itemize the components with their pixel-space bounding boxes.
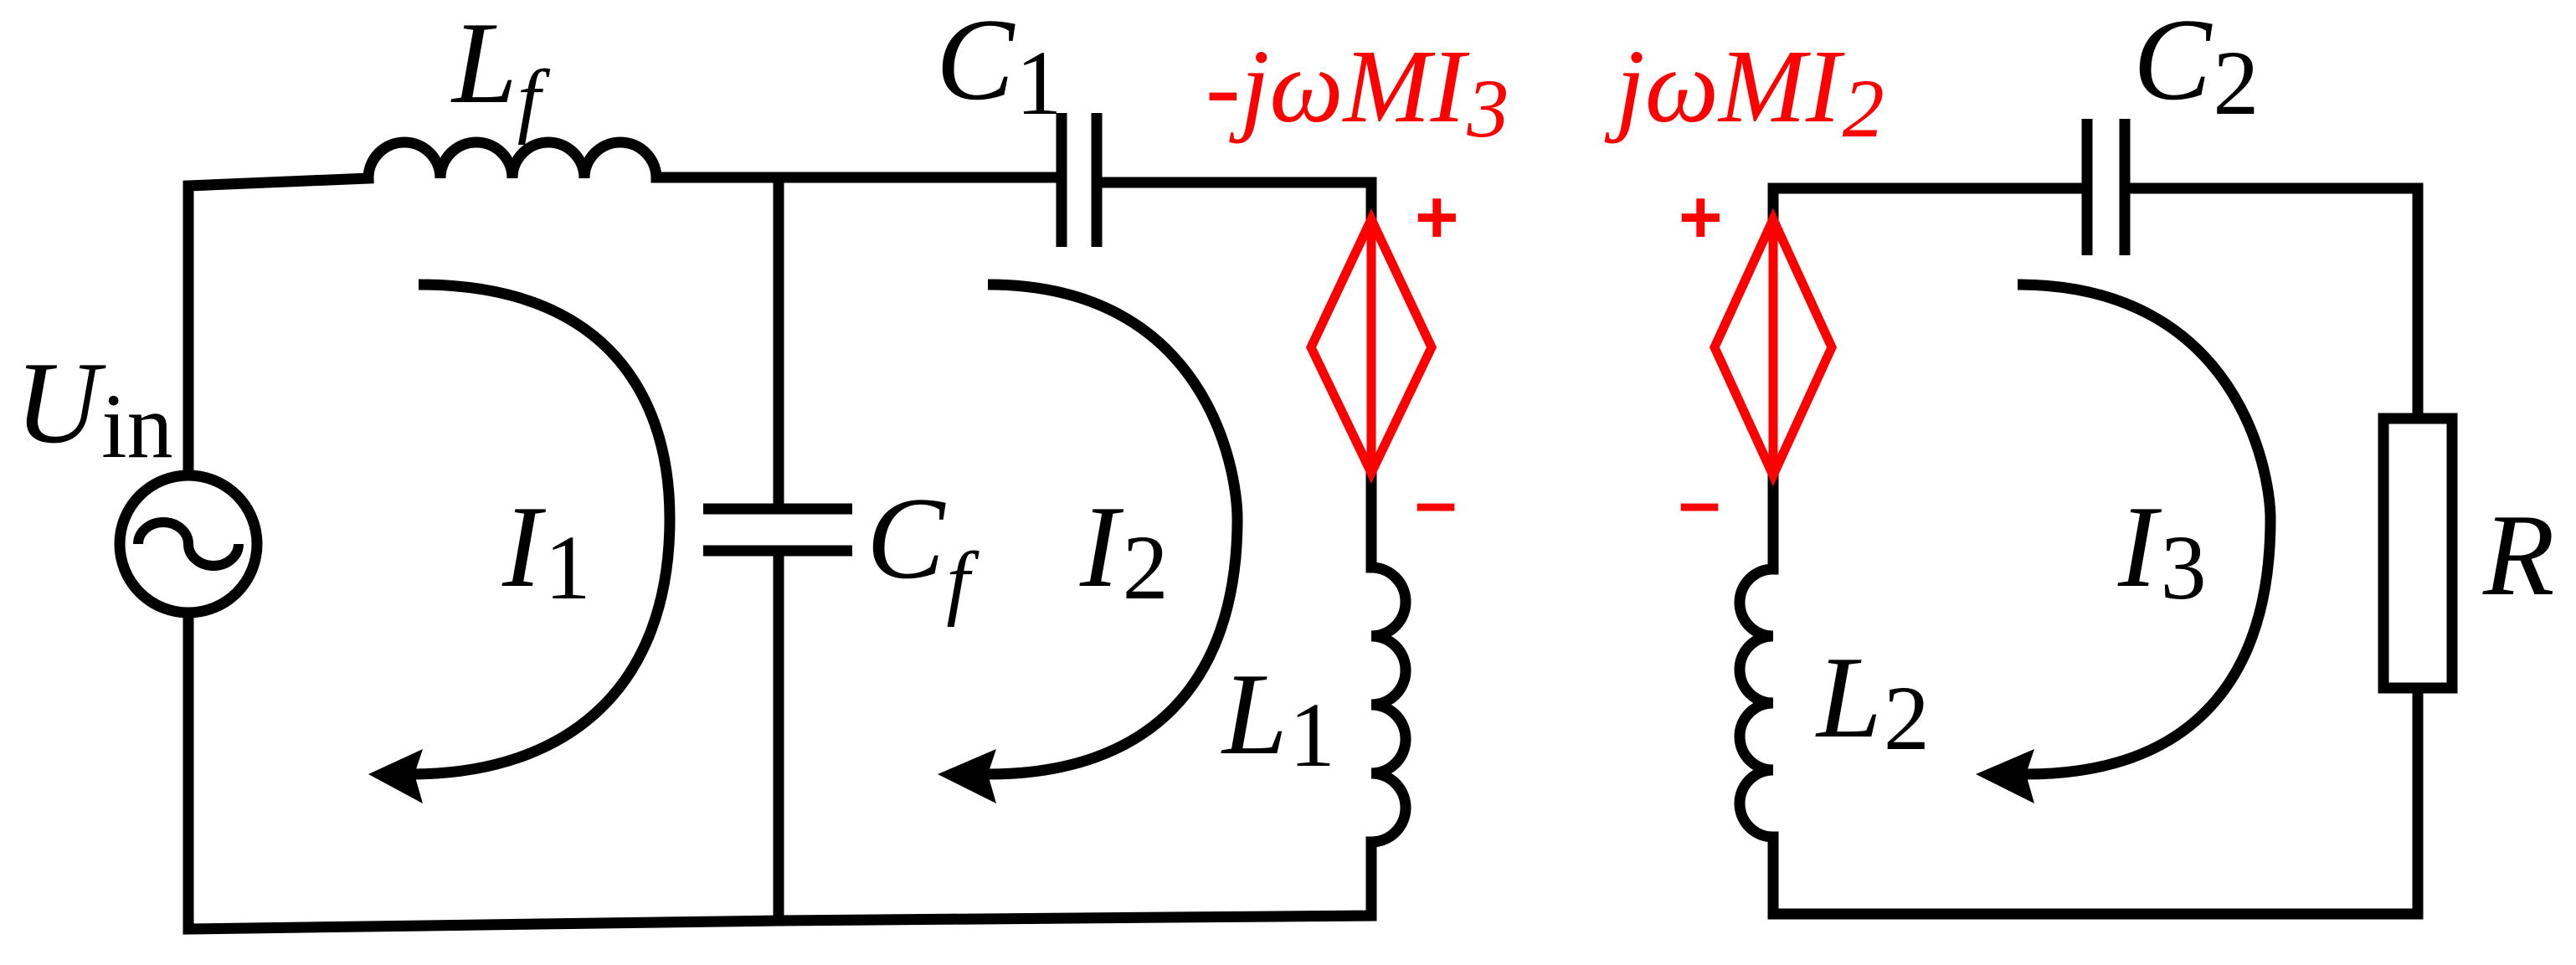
source-label: Uin [15, 338, 173, 477]
arrowhead-3 [1976, 749, 2034, 803]
dependent-source-primary [1305, 208, 1437, 484]
arrowhead-1 [368, 749, 423, 803]
load-resistor [2378, 413, 2458, 694]
loop-current-1-label: I1 [501, 482, 591, 619]
secondary-coil [1734, 563, 1774, 843]
primary-coil-label: L1 [1221, 649, 1335, 786]
secondary-capacitor [2081, 119, 2131, 255]
primary-capacitor [1056, 113, 1103, 247]
secondary-coil-label: L2 [1815, 633, 1930, 769]
wires [183, 172, 2424, 935]
primary-coil [1370, 562, 1411, 848]
loop-arrows [409, 279, 2276, 780]
filter-capacitor [703, 503, 852, 557]
secondary-minus-sign: – [1679, 460, 1720, 544]
wire-c2-to-r [2119, 182, 2424, 424]
wire-source-top [183, 172, 374, 475]
load-resistor-label: R [2482, 490, 2555, 620]
primary-minus-sign: – [1415, 460, 1457, 544]
loop-current-2-label: I2 [1079, 482, 1169, 619]
secondary-capacitor-label: C2 [2133, 0, 2259, 134]
loop-arrow-2 [987, 279, 1243, 780]
induced-voltage-secondary-label: jωMI2 [1604, 29, 1884, 155]
loop-current-3-label: I3 [2117, 482, 2207, 619]
sine-wave-icon [133, 517, 244, 571]
loop-arrow-1 [409, 279, 676, 780]
wire-secondary-bottom [1767, 682, 2424, 920]
filter-inductor-label: Lf [450, 0, 551, 146]
filter-inductor [362, 136, 662, 179]
dependent-source-secondary [1709, 208, 1838, 487]
primary-plus-sign: + [1415, 176, 1459, 259]
ac-voltage-source [114, 470, 263, 619]
arrowhead-2 [938, 749, 996, 803]
induced-voltage-primary-label: -jωMI3 [1206, 29, 1509, 155]
loop-arrow-3 [2017, 279, 2276, 780]
arrowheads [368, 749, 2034, 803]
filter-capacitor-label: Cf [866, 474, 979, 628]
primary-capacitor-label: C1 [936, 0, 1062, 134]
secondary-plus-sign: + [1679, 176, 1723, 259]
